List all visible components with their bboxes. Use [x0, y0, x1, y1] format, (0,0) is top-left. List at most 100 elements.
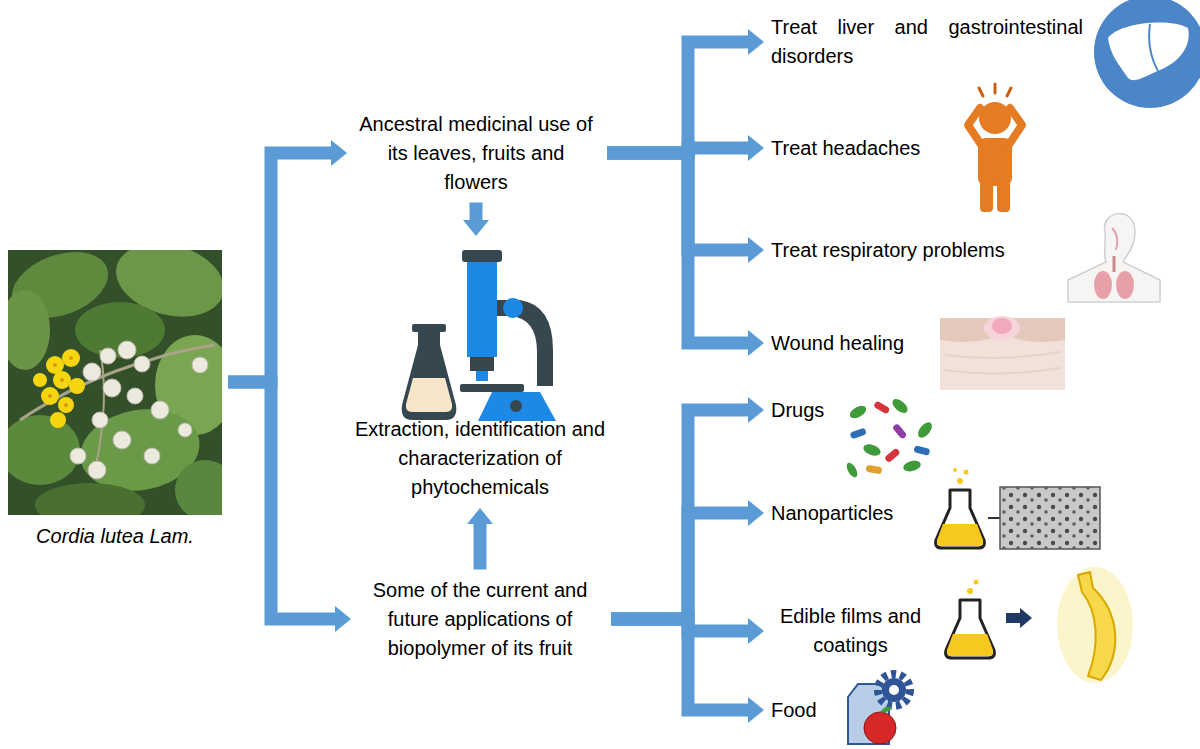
plant-photo-image-part-part [178, 423, 192, 437]
plant-photo-image-part-part [53, 371, 71, 389]
plant-photo-image [8, 250, 222, 515]
lab-icon-part [406, 378, 452, 412]
lab-icon-part [478, 392, 556, 421]
node-text: Drugs [771, 396, 824, 425]
arrow-head [748, 500, 764, 526]
plant-photo-image-part-part [88, 461, 106, 479]
headache-icon-part [980, 180, 993, 212]
food-icon-part [889, 685, 899, 695]
coating-icon-part-part [967, 588, 973, 594]
coating-icon-part [1006, 608, 1032, 628]
coating-icon-part [1078, 572, 1115, 680]
plant-photo-image-part-part [64, 403, 68, 407]
nanoparticles-icon-part [988, 517, 1000, 519]
arrow-head [748, 29, 764, 55]
use-label: Treat liver and gastrointestinal disorde… [768, 11, 1086, 73]
plant-photo-image-part [75, 302, 165, 358]
drugs-icon-part [892, 423, 908, 440]
lab-icon-part [402, 330, 457, 420]
lungs-icon [1068, 214, 1160, 302]
plant-photo-image-part [175, 460, 222, 515]
headache-icon-part [979, 84, 1011, 96]
coating-icon-part-part [947, 634, 993, 656]
node-text: Ancestral medicinal use of its leaves, f… [354, 110, 598, 197]
drugs-icon [845, 396, 935, 479]
connector-line [611, 513, 748, 619]
process-label: Extraction, identification and character… [325, 240, 635, 504]
nanoparticles-icon-part [1000, 487, 1100, 549]
lungs-icon-part [1116, 271, 1134, 299]
use-label: Wound healing [768, 327, 907, 360]
nanoparticles-icon [936, 468, 1100, 549]
lab-icon-part [503, 298, 523, 318]
plant-photo-image-part-part [144, 448, 160, 464]
topic-label: Ancestral medicinal use of its leaves, f… [351, 108, 601, 199]
wound-icon-part [984, 316, 1020, 340]
plant-photo-image-part [33, 349, 85, 428]
drugs-icon-part [884, 448, 901, 464]
nanoparticles-icon-part [936, 490, 985, 548]
plant-photo-image-part-part [69, 356, 73, 360]
connector-line [607, 153, 748, 343]
plant-photo-image-part-part [33, 373, 47, 387]
drugs-icon-part [902, 459, 922, 473]
arrow-head [748, 618, 764, 644]
headache-icon-part [997, 180, 1010, 212]
node-text: Wound healing [771, 329, 904, 358]
lab-icon-part [467, 262, 497, 357]
wound-icon [940, 316, 1065, 390]
use-label: Treat headaches [768, 132, 923, 165]
application-label: Nanoparticles [768, 497, 896, 530]
connector-line [607, 153, 748, 250]
connector-arrow [228, 140, 347, 382]
plant-photo-image-part-part [192, 357, 208, 373]
plant-photo-image-part-part [48, 394, 52, 398]
connector-arrow [611, 619, 764, 723]
lungs-icon-part [1068, 214, 1160, 302]
nanoparticles-icon-part [957, 478, 963, 484]
plant-photo-image-part-part [134, 356, 150, 372]
lab-icon [402, 250, 556, 421]
node-text: Nanoparticles [771, 499, 893, 528]
nanoparticles-icon-part [1000, 487, 1100, 549]
connector-arrow [611, 397, 764, 619]
plant-photo-image-part-part [60, 378, 64, 382]
node-text: Edible films and coatings [771, 602, 930, 660]
plant-photo-image-part-part [100, 348, 116, 364]
connector-line [474, 524, 487, 570]
food-icon-part [878, 674, 910, 706]
arrow-head [748, 237, 764, 263]
connector-line [228, 382, 335, 619]
node-text: Treat headaches [771, 134, 920, 163]
food-icon-part [880, 707, 892, 713]
lungs-icon-part [1094, 271, 1112, 299]
food-icon [848, 674, 910, 744]
coating-icon-part [1057, 567, 1133, 683]
connector-arrow [607, 29, 764, 153]
coating-icon-part-part [946, 600, 995, 658]
plant-photo-image-part-part [118, 341, 136, 359]
headache-icon-part [968, 108, 982, 146]
connector-arrow [228, 382, 351, 632]
lab-icon-part [460, 384, 524, 392]
food-icon-part [864, 712, 896, 744]
lab-icon-part [476, 371, 488, 381]
arrow-head [331, 140, 347, 166]
drugs-icon-part [865, 465, 882, 475]
drugs-icon-part [849, 427, 866, 439]
drugs-icon-part [848, 403, 869, 421]
lab-icon-part [510, 400, 522, 412]
arrow-head [335, 606, 351, 632]
node-text: Some of the current and future applicati… [358, 576, 602, 663]
plant-photo-image-part [35, 483, 145, 515]
headache-icon-part [1008, 108, 1022, 146]
nanoparticles-icon-part [964, 470, 969, 475]
nanoparticles-icon-part [937, 524, 983, 546]
arrow-head [748, 697, 764, 723]
drugs-icon-part [873, 400, 890, 414]
lungs-icon-part [1112, 228, 1117, 250]
plant-photo-image-part-part [50, 412, 66, 428]
lab-icon-part [462, 250, 502, 262]
